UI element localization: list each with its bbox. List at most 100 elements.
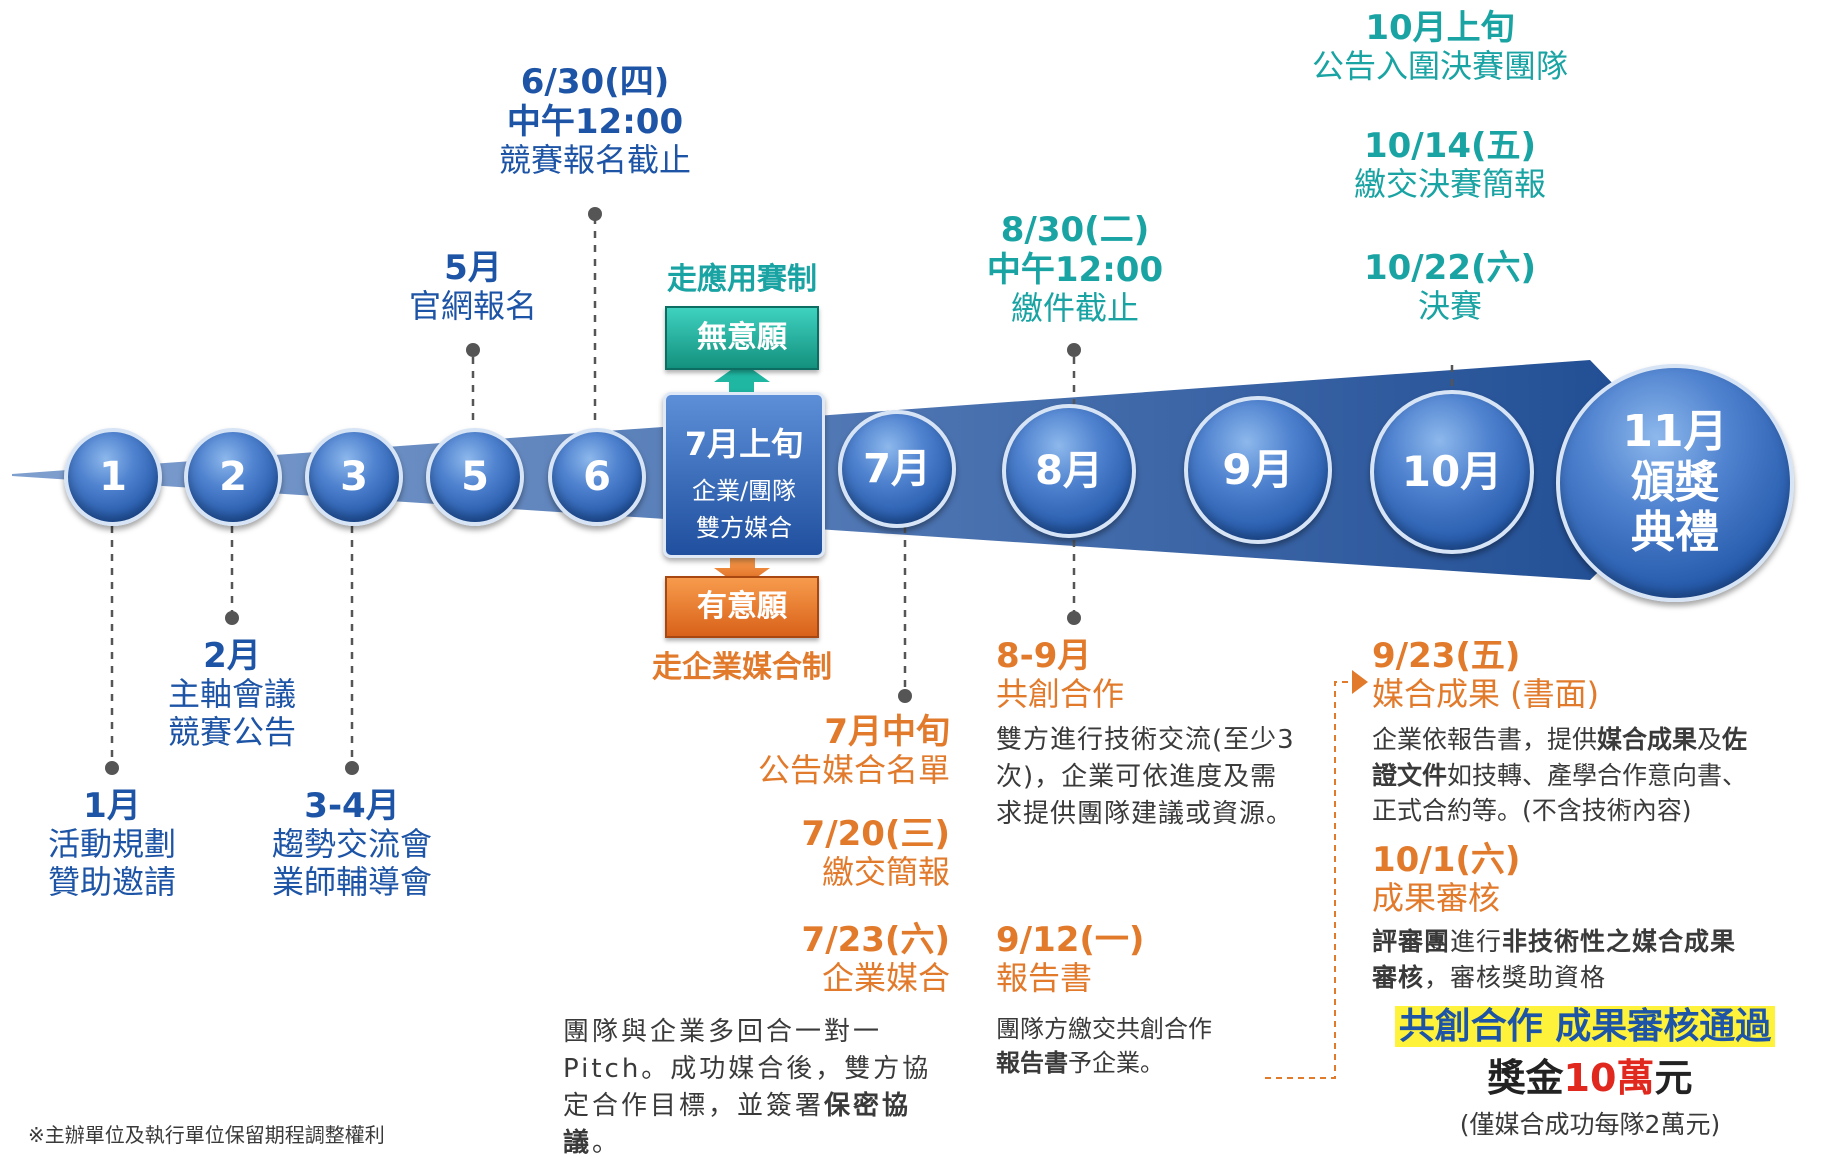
sep23-desc-line3: 正式合約等。(不含技術內容) xyxy=(1372,796,1692,825)
aug9-label: 8-9月 共創合作 xyxy=(996,636,1236,714)
sep12-description: 團隊方繳交共創合作 報告書予企業。 xyxy=(996,1012,1296,1080)
july-early-title: 7月上旬 xyxy=(684,425,804,463)
connector-lines xyxy=(110,214,1454,766)
jul23-desc-line3: 定合作目標，並簽署保密協議。 xyxy=(563,1090,912,1158)
july-early-box: 7月上旬 企業/團隊 雙方媒合 xyxy=(663,392,825,558)
ent-track-label: 走企業媒合制 xyxy=(652,650,832,685)
oct14-date: 10/14(五) xyxy=(1363,126,1537,166)
aug-time: 中午12:00 xyxy=(986,250,1164,291)
oct1-text: 成果審核 xyxy=(1372,879,1501,918)
oct1-desc-line1: 評審團進行非技術性之媒合成果 xyxy=(1372,927,1737,956)
aug9-title: 共創合作 xyxy=(996,675,1125,714)
sep12-desc-line1: 團隊方繳交共創合作 xyxy=(996,1015,1212,1043)
jul-mid-date: 7月中旬 xyxy=(824,712,950,752)
july-early-line3: 雙方媒合 xyxy=(696,514,792,542)
june-text: 競賽報名截止 xyxy=(498,141,691,180)
feb-line1: 主軸會議 xyxy=(167,675,296,714)
node-2: 2 xyxy=(184,428,282,526)
node-11-line3: 典禮 xyxy=(1631,507,1719,559)
feb-line2: 競賽公告 xyxy=(167,712,296,751)
node-9: 9月 xyxy=(1184,396,1332,544)
aug-deadline-label: 8/30(二) 中午12:00 繳件截止 xyxy=(960,210,1190,328)
no-intent-box: 無意願 xyxy=(665,306,819,370)
pass-text: 共創合作 成果審核通過 xyxy=(1394,1006,1776,1047)
oct1-description: 評審團進行非技術性之媒合成果 審核，審核獎助資格 xyxy=(1372,924,1817,995)
sep23-desc-line2: 證文件如技轉、產學合作意向書、 xyxy=(1372,760,1748,790)
oct-early-label: 10月上旬 公告入圍決賽團隊 xyxy=(1290,8,1590,86)
june-deadline-label: 6/30(四) 中午12:00 競賽報名截止 xyxy=(465,62,725,180)
jul23-description: 團隊與企業多回合一對一 Pitch。成功媒合後，雙方協 定合作目標，並簽署保密協… xyxy=(563,1014,963,1162)
sep12-label: 9/12(一) 報告書 xyxy=(996,920,1236,998)
oct1-label: 10/1(六) 成果審核 xyxy=(1372,840,1612,918)
july-early-line2: 企業/團隊 xyxy=(691,477,797,505)
node-1: 1 xyxy=(64,428,162,526)
node-6: 6 xyxy=(548,428,646,526)
sep23-desc-line1: 企業依報告書，提供媒合成果及佐 xyxy=(1372,725,1748,754)
up-arrow xyxy=(714,362,770,400)
oct-early-text: 公告入圍決賽團隊 xyxy=(1311,47,1568,86)
aug9-description: 雙方進行技術交流(至少3 次)，企業可依進度及需 求提供團隊建議或資源。 xyxy=(996,722,1336,833)
jul20-label: 7/20(三) 繳交簡報 xyxy=(700,814,950,892)
may-month: 5月 xyxy=(444,248,502,288)
jul23-text: 企業媒合 xyxy=(821,959,950,998)
aug9-desc-line3: 求提供團隊建議或資源。 xyxy=(996,798,1294,829)
intent-box: 有意願 xyxy=(665,576,819,638)
sep23-description: 企業依報告書，提供媒合成果及佐 證文件如技轉、產學合作意向書、 正式合約等。(不… xyxy=(1372,722,1817,829)
may-label: 5月 官網報名 xyxy=(373,248,573,326)
sep12-date: 9/12(一) xyxy=(996,920,1145,960)
june-date: 6/30(四) xyxy=(520,62,670,102)
jul20-text: 繳交簡報 xyxy=(821,853,950,892)
mar-month: 3-4月 xyxy=(304,786,400,826)
jan-month: 1月 xyxy=(83,786,141,826)
sep23-text: 媒合成果 (書面) xyxy=(1372,675,1600,714)
prize-unit: 元 xyxy=(1654,1056,1693,1100)
prize-note: (僅媒合成功每隊2萬元) xyxy=(1459,1110,1721,1139)
feb-label: 2月 主軸會議 競賽公告 xyxy=(132,636,332,752)
aug9-desc-line1: 雙方進行技術交流(至少3 xyxy=(996,725,1295,755)
sep12-desc-line2: 報告書予企業。 xyxy=(996,1049,1164,1078)
oct22-date: 10/22(六) xyxy=(1363,248,1537,288)
prize-label: 獎金 xyxy=(1487,1056,1564,1100)
sep23-label: 9/23(五) 媒合成果 (書面) xyxy=(1372,636,1672,714)
prize-line: 獎金10萬元 xyxy=(1390,1056,1790,1101)
down-arrow xyxy=(714,558,770,588)
jul-mid-label: 7月中旬 公告媒合名單 xyxy=(700,712,950,790)
jul23-desc-line1: 團隊與企業多回合一對一 xyxy=(563,1017,883,1047)
sep12-text: 報告書 xyxy=(996,959,1093,998)
bracket-arrowhead xyxy=(1352,670,1368,694)
node-11: 11月 頒獎 典禮 xyxy=(1556,364,1794,602)
node-10: 10月 xyxy=(1370,390,1534,554)
oct22-label: 10/22(六) 決賽 xyxy=(1330,248,1570,326)
oct22-text: 決賽 xyxy=(1417,287,1482,326)
jan-line1: 活動規劃 xyxy=(47,825,176,864)
mar-line1: 趨勢交流會 xyxy=(271,825,432,864)
oct1-desc-line2: 審核，審核獎助資格 xyxy=(1372,962,1607,992)
prize-amount: 10萬 xyxy=(1563,1056,1655,1100)
jan-line2: 贊助邀請 xyxy=(47,862,176,901)
jul23-date: 7/23(六) xyxy=(801,920,950,960)
sep23-date: 9/23(五) xyxy=(1372,636,1521,676)
aug9-month: 8-9月 xyxy=(996,636,1092,676)
mar-label: 3-4月 趨勢交流會 業師輔導會 xyxy=(242,786,462,902)
jul-mid-text: 公告媒合名單 xyxy=(757,751,950,790)
mar-line2: 業師輔導會 xyxy=(271,862,432,901)
aug-date: 8/30(二) xyxy=(1000,210,1150,250)
footnote: ※主辦單位及執行單位保留期程調整權利 xyxy=(28,1123,385,1147)
oct-early-month: 10月上旬 xyxy=(1365,8,1515,48)
node-5: 5 xyxy=(426,428,524,526)
feb-month: 2月 xyxy=(203,636,261,676)
jul20-date: 7/20(三) xyxy=(801,814,950,854)
app-track-label: 走應用賽制 xyxy=(667,262,817,297)
aug9-desc-line2: 次)，企業可依進度及需 xyxy=(996,761,1278,792)
jan-label: 1月 活動規劃 贊助邀請 xyxy=(12,786,212,902)
node-11-line1: 11月 xyxy=(1622,406,1728,458)
node-3: 3 xyxy=(305,428,403,526)
may-text: 官網報名 xyxy=(408,287,537,326)
aug-text: 繳件截止 xyxy=(1010,289,1139,328)
oct14-text: 繳交決賽簡報 xyxy=(1353,165,1546,204)
jul23-label: 7/23(六) 企業媒合 xyxy=(700,920,950,998)
pass-banner: 共創合作 成果審核通過 xyxy=(1360,1006,1810,1048)
node-11-line2: 頒獎 xyxy=(1631,456,1719,508)
node-7: 7月 xyxy=(838,410,956,528)
oct1-date: 10/1(六) xyxy=(1372,840,1521,880)
